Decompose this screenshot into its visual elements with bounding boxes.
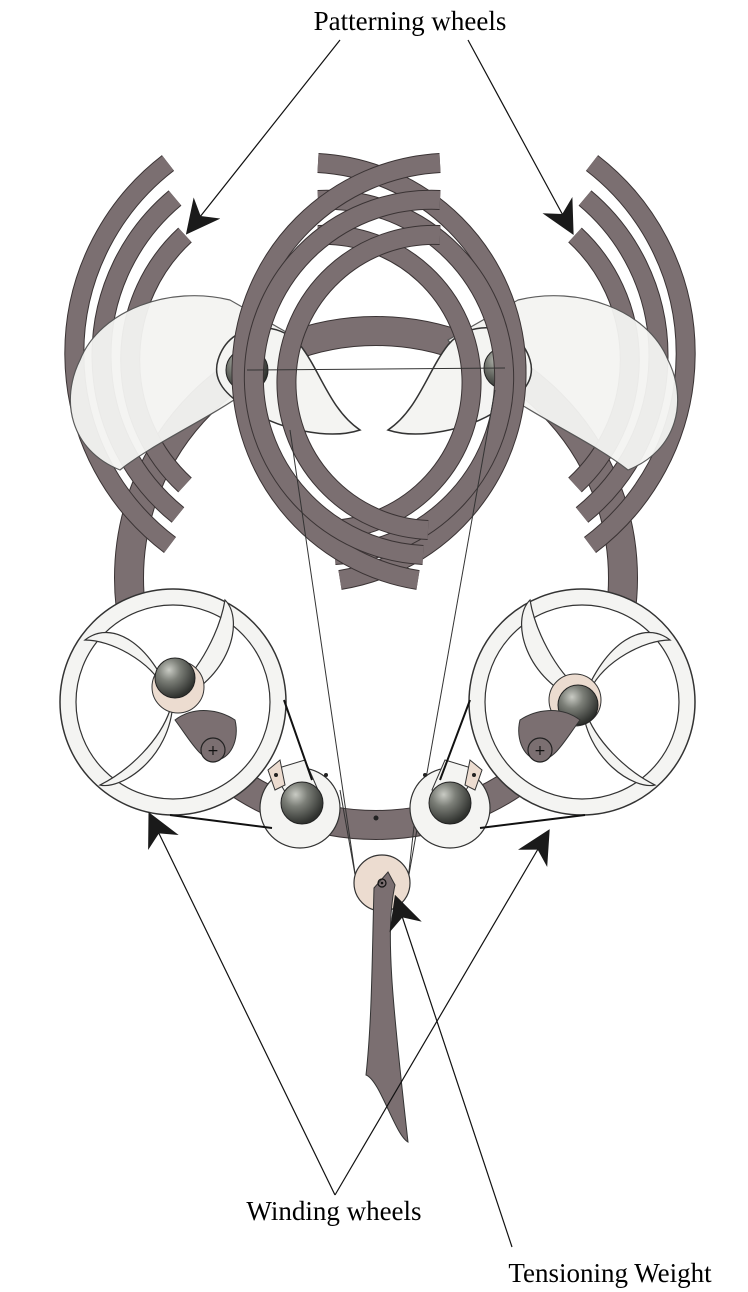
tensioning-weight [354,855,410,1142]
right-winding-wheel [469,589,695,815]
svg-text:+: + [534,743,546,759]
tensioning-leader [396,898,512,1247]
patterning-wheels-label: Patterning wheels [314,6,507,36]
winding-leaders [150,815,548,1195]
tensioning-weight-label: Tensioning Weight [508,1258,712,1288]
right-bobbin [410,760,490,848]
left-bobbin [260,760,340,848]
svg-text:+: + [207,743,219,759]
central-crossing-arcs [241,163,516,580]
left-winding-wheel [60,589,286,815]
winding-wheels-label: Winding wheels [246,1196,421,1226]
